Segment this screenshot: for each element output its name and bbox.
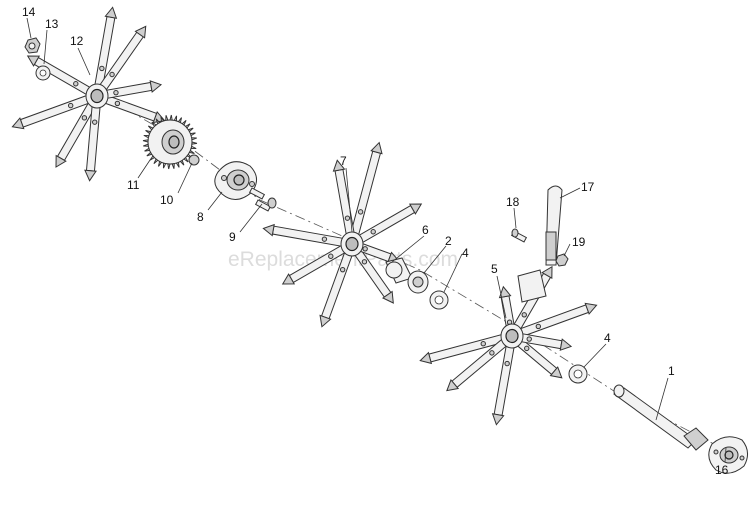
tine-bolt: [510, 228, 528, 243]
tine-tip: [381, 290, 394, 304]
tine-bolt-head: [114, 100, 121, 107]
sprocket-tooth: [191, 141, 198, 145]
tine-bolt-head: [344, 215, 351, 221]
tine-tip: [491, 413, 505, 426]
tine-tip: [281, 273, 296, 285]
rotor-hub-bore: [505, 328, 519, 344]
tine-replacement: [517, 185, 563, 303]
callout-5: 5: [491, 262, 498, 276]
tine-tip: [55, 154, 67, 168]
bearing-flange: [214, 161, 257, 200]
tine-bolt-head: [113, 89, 119, 96]
tine-bolt-head: [109, 71, 115, 78]
tine-bolt-head: [361, 259, 368, 265]
callout-18: 18: [506, 195, 520, 209]
callout-17: 17: [581, 180, 595, 194]
callout-10: 10: [160, 193, 174, 207]
bearing: [407, 270, 429, 294]
callout-2: 2: [445, 234, 452, 248]
tine-tip: [370, 141, 383, 155]
spacer: [188, 154, 200, 166]
rotor-hub-bore: [90, 88, 104, 104]
tine-tip: [26, 55, 41, 67]
callout-7: 7: [340, 154, 347, 168]
tine-tip: [104, 6, 118, 19]
tine-tip: [549, 366, 563, 379]
callout-8: 8: [197, 210, 204, 224]
spacer-tube: [385, 257, 413, 284]
tine-bolt-head: [67, 102, 74, 109]
tine-tip: [262, 223, 275, 237]
nut: [24, 37, 41, 54]
tine-bolt-head: [357, 209, 364, 215]
tine-tip: [541, 265, 553, 280]
tine-bolt-head: [504, 360, 510, 367]
sprocket: [142, 114, 198, 170]
tine-tip: [319, 314, 332, 328]
callout-12: 12: [70, 34, 84, 48]
tine-rotor-middle: [262, 141, 423, 328]
tine-bolt-head: [321, 236, 328, 242]
washer-a: [429, 290, 449, 310]
tine-bolt-head: [328, 253, 334, 259]
callout-14: 14: [22, 5, 36, 19]
carriage-bolts: [248, 187, 277, 212]
tine-tip: [446, 378, 460, 392]
tine-tip: [498, 285, 512, 299]
tine-bolt-head: [521, 312, 527, 318]
sprocket-tooth: [142, 139, 149, 143]
washer: [35, 65, 51, 81]
tine-bolt-head: [339, 266, 346, 273]
end-bearing-flange: [708, 436, 748, 474]
tine-bolt-head: [99, 65, 105, 72]
tine-bolt-head: [81, 115, 88, 121]
tine-bolt-head: [480, 340, 486, 347]
tine-bolt-head: [526, 336, 532, 342]
callout-4-lower: 4: [604, 331, 611, 345]
callout-19: 19: [572, 235, 586, 249]
tine-bolt-head: [489, 350, 495, 356]
tine-rotor-left: [11, 6, 166, 182]
tine-tip: [84, 169, 97, 182]
tine-nut: [555, 253, 569, 267]
leader-lines: [26, 17, 727, 463]
rotor-hub-bore: [345, 236, 359, 252]
tine-bolt-head: [73, 81, 79, 87]
tine-bolt-head: [524, 345, 530, 352]
tine-tip: [149, 80, 163, 93]
callout-13: 13: [45, 17, 59, 31]
sprocket-tooth: [169, 114, 173, 121]
tine-rotor-right: [419, 265, 598, 426]
callout-4-upper: 4: [462, 246, 469, 260]
tine-tip: [584, 302, 598, 315]
tine-bolt-head: [362, 246, 368, 252]
tine-tip: [408, 203, 423, 215]
callout-16: 16: [715, 463, 729, 477]
callout-9: 9: [229, 230, 236, 244]
tine-tip: [419, 351, 433, 365]
tine-tip: [11, 117, 25, 130]
tine-tip: [559, 338, 573, 351]
tine-bolt-head: [370, 229, 376, 235]
tine-shaft: [613, 384, 709, 451]
callout-1: 1: [668, 364, 675, 378]
callout-labels: 14 13 12 11 10 8 9 7 6 2 4 5 17 18 19 4 …: [22, 5, 729, 477]
tine-tip: [332, 159, 346, 172]
washer-b: [568, 364, 588, 384]
tine-bolt-head: [535, 323, 542, 330]
sprocket-tooth: [167, 163, 171, 170]
callout-6: 6: [422, 223, 429, 237]
tine-bolt-head: [92, 119, 98, 125]
callout-11: 11: [127, 178, 140, 192]
tine-tip: [134, 25, 147, 39]
